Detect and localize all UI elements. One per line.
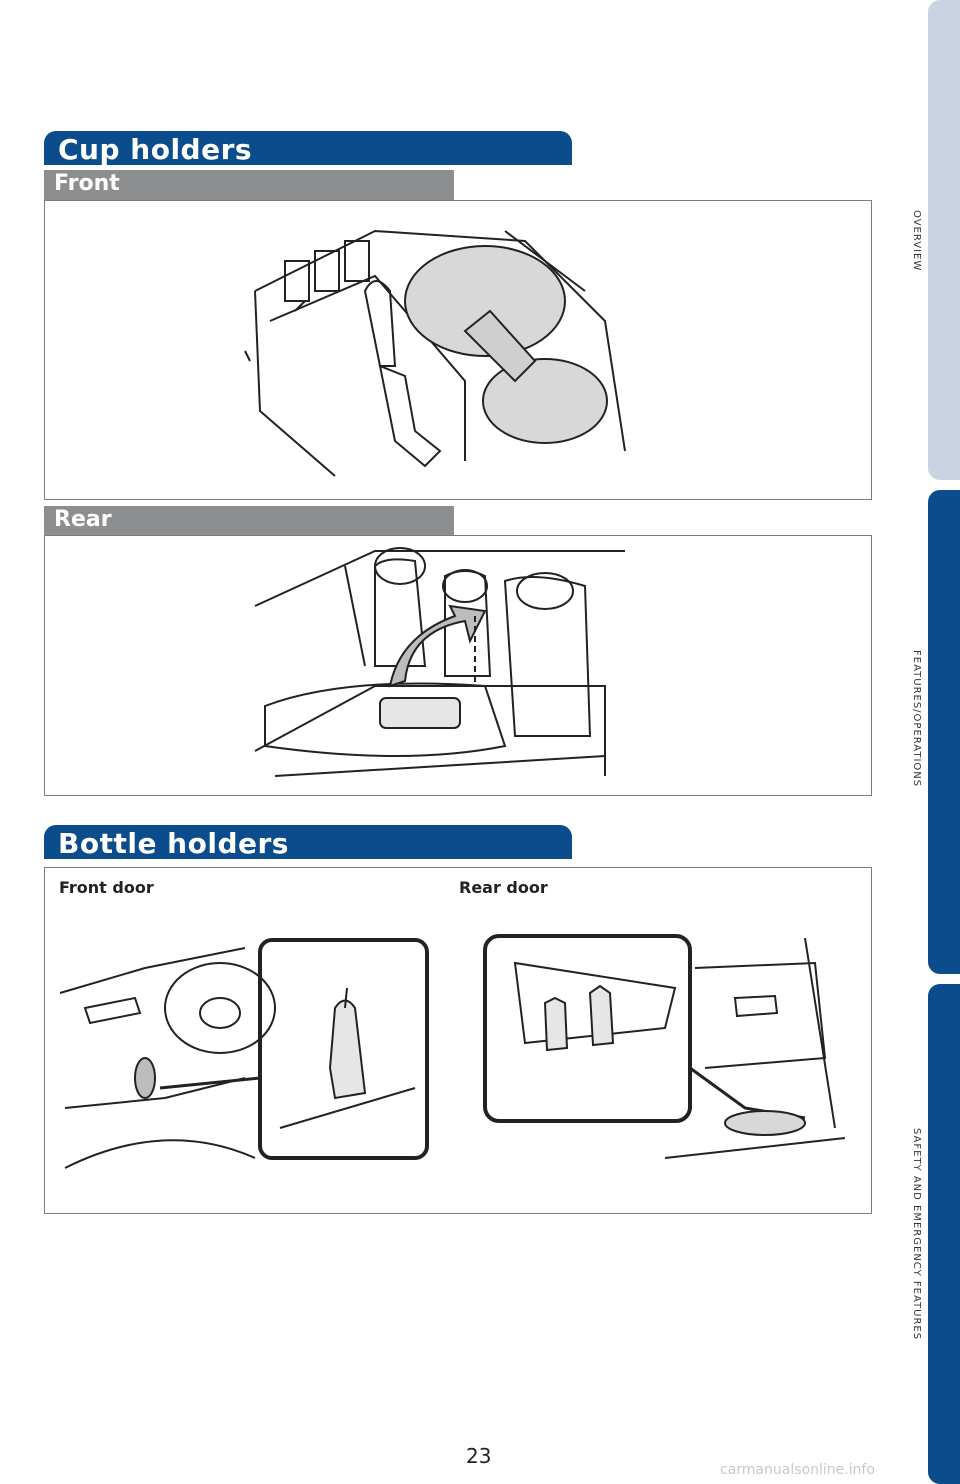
cup-holders-title: Cup holders (58, 133, 253, 166)
tab-overview[interactable] (928, 0, 960, 480)
section-tabs (928, 0, 960, 1484)
bottle-holders-banner: Bottle holders (44, 825, 572, 860)
front-subheading-bar: Front (44, 170, 454, 200)
rear-door-label: Rear door (459, 878, 548, 897)
rear-subheading: Rear (54, 507, 112, 532)
front-subheading: Front (54, 171, 120, 196)
tab-safety-emergency-label: SAFETY AND EMERGENCY FEATURES (911, 1128, 922, 1341)
rear-subheading-bar: Rear (44, 506, 454, 536)
bottle-holders-title: Bottle holders (58, 827, 289, 860)
tab-features-operations[interactable] (928, 490, 960, 974)
tab-features-operations-label: FEATURES/OPERATIONS (911, 650, 922, 788)
front-cup-holder-drawing (244, 229, 626, 477)
bottle-holder-drawing (59, 934, 846, 1169)
bottle-holder-illustration: Front door Rear door (44, 867, 872, 1214)
tab-overview-label: OVERVIEW (911, 210, 922, 272)
front-cup-holder-illustration (44, 200, 872, 500)
rear-cup-holder-illustration (44, 535, 872, 796)
watermark: carmanualsonline.info (720, 1462, 875, 1478)
tab-safety-emergency[interactable] (928, 984, 960, 1484)
page-number: 23 (466, 1444, 492, 1468)
cup-holders-banner: Cup holders (44, 131, 572, 166)
front-door-label: Front door (59, 878, 154, 897)
rear-cup-holder-drawing (254, 547, 625, 777)
